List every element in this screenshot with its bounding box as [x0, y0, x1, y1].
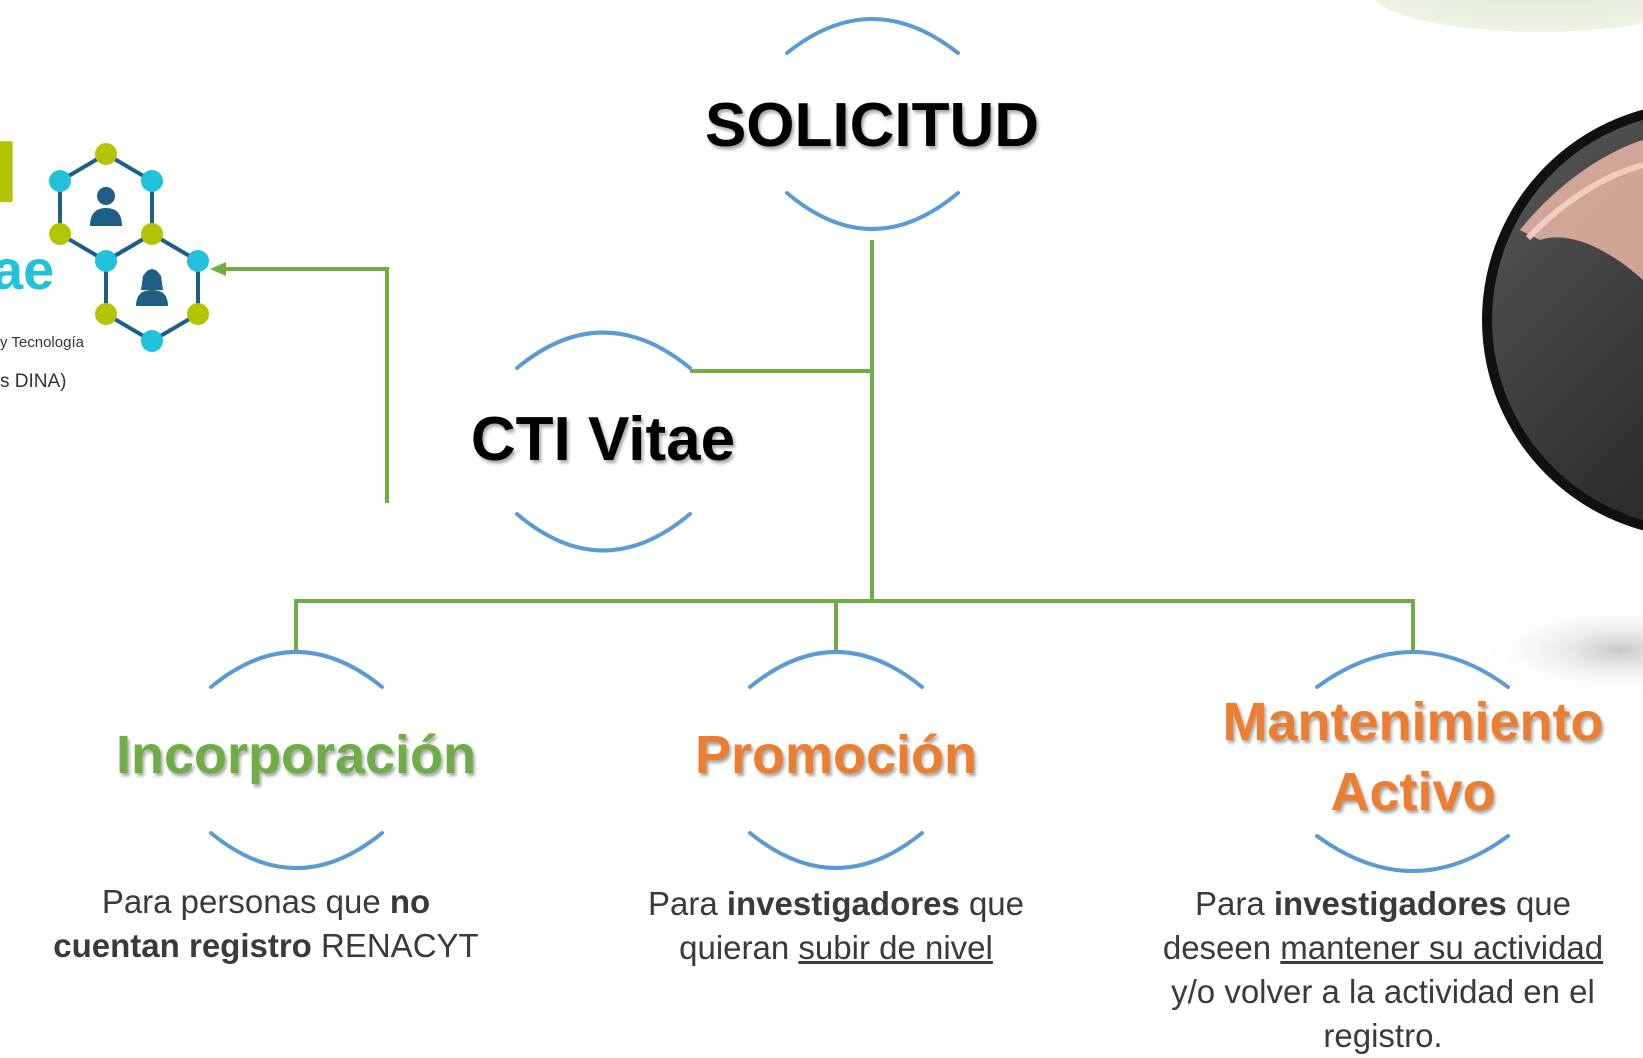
desc-underline: subir de nivel	[798, 929, 993, 966]
desc-text: Para	[1194, 885, 1274, 922]
desc-text: Para	[647, 885, 727, 922]
connector-lines	[210, 240, 1415, 650]
arc-mantenimiento-bottom	[1315, 834, 1510, 873]
arc-promocion-top	[748, 650, 924, 689]
desc-underline: mantener su actividad	[1280, 929, 1604, 966]
arc-promocion-bottom	[748, 831, 924, 870]
desc-text: que	[959, 885, 1025, 922]
promocion-description: Para investigadores que quieran subir de…	[566, 882, 1106, 970]
node-incorporacion-label: Incorporación	[115, 725, 477, 785]
mantenimiento-description: Para investigadores que deseen mantener …	[1123, 882, 1643, 1058]
desc-bold: cuentan registro	[53, 927, 312, 964]
arc-cti-top	[515, 330, 692, 370]
photo-shadow	[1480, 602, 1643, 698]
desc-text: y/o volver a la actividad en el	[1171, 973, 1595, 1010]
arc-mantenimiento-top	[1315, 650, 1510, 689]
desc-bold: investigadores	[1273, 885, 1507, 922]
desc-text: RENACYT	[311, 927, 479, 964]
node-mantenimiento-label-line2: Activo	[1330, 762, 1496, 822]
user-icon	[90, 187, 122, 226]
user-female-icon	[136, 269, 168, 306]
arc-solicitud-bottom	[785, 191, 960, 231]
logo-hexagons	[49, 143, 209, 352]
logo-word-fragment: ae	[0, 238, 55, 301]
desc-text: quieran	[679, 929, 799, 966]
desc-text: que	[1506, 885, 1572, 922]
logo-letter: I	[0, 122, 19, 221]
incorporacion-description: Para personas que no cuentan registro RE…	[6, 880, 526, 968]
desc-text: registro.	[1323, 1017, 1443, 1054]
background-blob	[1374, 0, 1643, 32]
desc-text: deseen	[1162, 929, 1281, 966]
arc-cti-bottom	[515, 512, 692, 553]
logo-subtitle-line2: s DINA)	[0, 371, 67, 392]
desc-bold: investigadores	[726, 885, 960, 922]
node-arcs	[209, 17, 1510, 873]
arc-incorporacion-bottom	[209, 831, 384, 870]
node-promocion-label: Promoción	[694, 725, 978, 785]
node-mantenimiento-label-line1: Mantenimiento	[1222, 692, 1604, 752]
desc-bold: no	[389, 883, 431, 920]
desc-text: Para personas que	[101, 883, 390, 920]
photo-circle	[1482, 109, 1643, 531]
arc-solicitud-top	[785, 17, 960, 55]
node-cti-vitae-label: CTI Vitae	[470, 405, 736, 474]
arc-incorporacion-top	[209, 650, 384, 689]
logo-subtitle-line1: y Tecnología	[0, 334, 84, 351]
node-solicitud-label: SOLICITUD	[704, 91, 1040, 160]
